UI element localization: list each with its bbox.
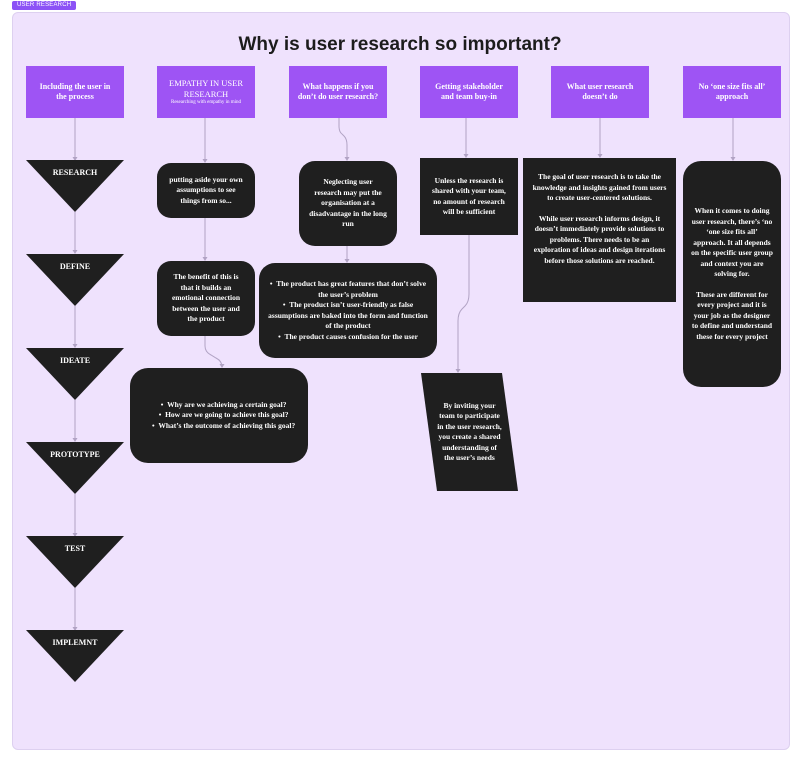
header-label: No ‘one size fits all’ approach (698, 81, 766, 102)
triangle-shape (26, 348, 124, 400)
process-step-prototype: PROTOTYPE (26, 442, 124, 494)
card-text: The goal of user research is to take the… (532, 172, 667, 202)
list-item: How are we going to achieve this goal? (152, 410, 295, 421)
step-label: RESEARCH (52, 168, 98, 177)
list-item: The product has great features that don’… (267, 279, 429, 300)
list-item: What’s the outcome of achieving this goa… (152, 421, 295, 432)
card-text: The benefit of this is that it builds an… (171, 272, 241, 324)
triangle-shape (26, 160, 124, 212)
empathy-benefit-card: The benefit of this is that it builds an… (157, 261, 255, 336)
header-label: EMPATHY IN USER RESEARCH (169, 78, 243, 99)
triangle-shape (26, 442, 124, 494)
header-empathy: EMPATHY IN USER RESEARCH Researching wit… (157, 66, 255, 118)
card-text: Unless the research is shared with your … (432, 175, 506, 217)
card-text: Neglecting user research may put the org… (309, 177, 387, 229)
triangle-shape (26, 254, 124, 306)
triangle-shape (26, 536, 124, 588)
card-text: When it comes to doing user research, th… (691, 206, 773, 278)
header-label: What happens if you don’t do user resear… (297, 81, 379, 102)
header-label: What user research doesn’t do (566, 81, 634, 102)
step-label: DEFINE (59, 262, 91, 271)
buy-in-participate-card: By inviting your team to participate in … (421, 373, 518, 491)
triangle-shape (26, 630, 124, 682)
card-text: While user research informs design, it d… (533, 213, 666, 265)
buy-in-shared-card: Unless the research is shared with your … (420, 158, 518, 235)
header-buy-in: Getting stakeholder and team buy-in (420, 66, 518, 118)
section-tag: USER RESEARCH (12, 1, 77, 10)
card-text: These are different for every project an… (691, 289, 773, 341)
list-item: Why are we achieving a certain goal? (152, 400, 295, 411)
parallelogram-shape (421, 373, 518, 491)
process-step-research: RESEARCH (26, 160, 124, 212)
step-label: PROTOTYPE (50, 450, 100, 459)
page-title: Why is user research so important? (238, 34, 562, 55)
header-doesnt-do: What user research doesn’t do (551, 66, 649, 118)
empathy-questions-card: Why are we achieving a certain goal? How… (130, 368, 308, 463)
header-label: Including the user in the process (39, 81, 111, 102)
process-step-test: TEST (26, 536, 124, 588)
list-item: The product causes confusion for the use… (267, 332, 429, 343)
card-text: putting aside your own assumptions to se… (169, 174, 243, 205)
header-one-size: No ‘one size fits all’ approach (683, 66, 781, 118)
consequences-list: The product has great features that don’… (267, 279, 429, 342)
header-sublabel: Researching with empathy in mind (171, 100, 241, 105)
card-text: By inviting your team to participate in … (437, 400, 502, 463)
questions-list: Why are we achieving a certain goal? How… (152, 400, 295, 432)
header-label: Getting stakeholder and team buy-in (435, 81, 503, 102)
step-label: TEST (64, 544, 86, 553)
no-research-disadvantage-card: Neglecting user research may put the org… (299, 161, 397, 246)
process-step-implement: IMPLEMNT (26, 630, 124, 682)
step-label: IMPLEMNT (52, 638, 98, 647)
no-research-consequences-card: The product has great features that don’… (259, 263, 437, 358)
card-text-wrap: By inviting your team to participate in … (435, 373, 504, 491)
step-label: IDEATE (59, 356, 91, 365)
process-step-define: DEFINE (26, 254, 124, 306)
doesnt-do-card: The goal of user research is to take the… (523, 158, 676, 302)
header-no-research: What happens if you don’t do user resear… (289, 66, 387, 118)
one-size-card: When it comes to doing user research, th… (683, 161, 781, 387)
header-including-user: Including the user in the process (26, 66, 124, 118)
empathy-assumptions-card: putting aside your own assumptions to se… (157, 163, 255, 218)
list-item: The product isn’t user-friendly as false… (267, 300, 429, 332)
process-step-ideate: IDEATE (26, 348, 124, 400)
